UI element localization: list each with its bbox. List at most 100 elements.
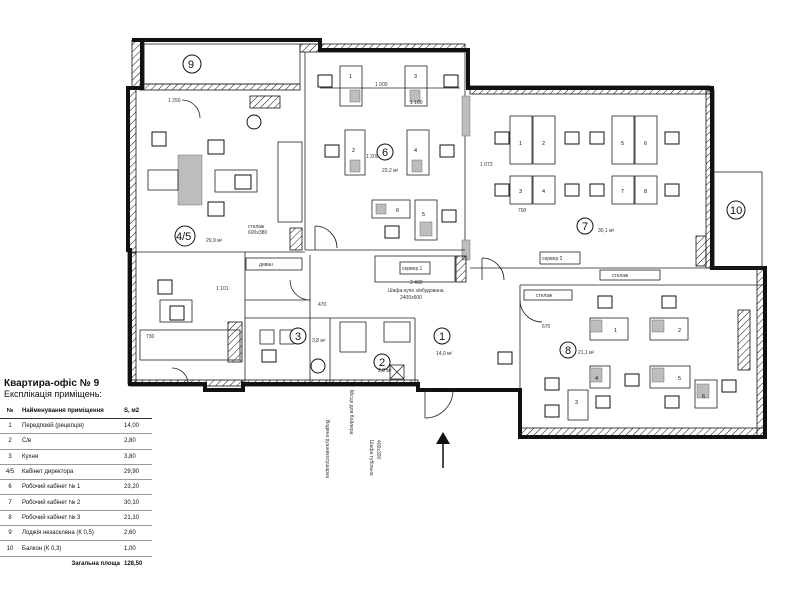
- row-name: Передпокій (рецепція): [20, 418, 122, 435]
- svg-text:4: 4: [595, 376, 598, 382]
- svg-text:1 073: 1 073: [480, 162, 493, 168]
- explication-title: Квартира-офіс № 9: [4, 378, 100, 389]
- rack-r8-label: стелаж: [536, 293, 553, 299]
- row-name: Робочий кабінет № 2: [20, 494, 122, 511]
- svg-text:4/5: 4/5: [176, 231, 191, 243]
- rack-r7-label: стелаж: [612, 273, 629, 279]
- column-r45: [289, 227, 303, 251]
- svg-text:1 200: 1 200: [366, 154, 379, 160]
- south-wall-1: [242, 379, 419, 387]
- room-6-desk-numbers: 1 2 3 4 5 6: [349, 74, 425, 218]
- explication-panel: Квартира-офіс № 9 Експлікація приміщень:…: [0, 378, 152, 571]
- svg-text:21,1 м²: 21,1 м²: [578, 350, 595, 356]
- towel-dryer-label: Водяна рушникосушарка: [324, 420, 330, 478]
- svg-text:2: 2: [678, 328, 681, 334]
- svg-text:7: 7: [582, 221, 588, 233]
- column-r8: [737, 309, 751, 371]
- hall-wall-block: [249, 95, 281, 109]
- entrance-arrow-icon: [436, 432, 450, 468]
- rack-r45: [277, 141, 303, 223]
- row-number: 3: [0, 449, 20, 465]
- row-number: 10: [0, 540, 20, 557]
- svg-text:2: 2: [352, 148, 355, 154]
- row-name: Лоджія незасклена (К 0,5): [20, 525, 122, 542]
- rack-r8: [523, 289, 573, 301]
- svg-text:670: 670: [542, 324, 551, 330]
- svg-text:6: 6: [382, 147, 388, 159]
- column-r7: [695, 235, 707, 267]
- row-area: 30,10: [122, 494, 152, 511]
- svg-text:6: 6: [396, 208, 399, 214]
- svg-text:3: 3: [414, 74, 417, 80]
- col-name-header: Найменування приміщення: [20, 404, 122, 419]
- row-area: 3,80: [122, 449, 152, 465]
- svg-text:3: 3: [295, 331, 301, 343]
- row-area: 21,10: [122, 510, 152, 527]
- server-2-label: сервер 2: [542, 256, 563, 262]
- west-wall-45: [127, 87, 137, 254]
- svg-text:1: 1: [519, 141, 522, 147]
- row-name: Кабінет директора: [20, 464, 122, 481]
- row-area: 2,60: [122, 525, 152, 542]
- room-3-furniture: [139, 279, 241, 361]
- svg-text:30,1 м²: 30,1 м²: [598, 228, 615, 234]
- svg-text:3: 3: [575, 400, 578, 406]
- room-6-desks: [339, 65, 438, 241]
- wardrobe-end: [455, 255, 467, 283]
- row-name: Робочий кабінет № 1: [20, 479, 122, 496]
- wardrobe: [374, 255, 456, 283]
- east-wall-7: [705, 89, 715, 269]
- svg-text:470: 470: [318, 302, 327, 308]
- svg-text:7: 7: [621, 189, 624, 195]
- row-number: 1: [0, 418, 20, 435]
- svg-text:5: 5: [422, 212, 425, 218]
- sofa: [245, 257, 303, 271]
- north-wall-7: [469, 85, 711, 95]
- wardrobe-label: Шафа-купе з/вбудована: [388, 288, 444, 294]
- row-number: 6: [0, 479, 20, 496]
- boiler-label: Місце для бойлера: [348, 390, 355, 435]
- total-value: 128,50: [124, 560, 143, 567]
- room-areas: 14,0 м² 2,8 м² 3,8 м² 29,9 м² 23,2 м² 30…: [206, 168, 615, 374]
- total-spacer: [0, 556, 20, 571]
- rack-r45-size: 600x380: [248, 230, 267, 236]
- svg-text:23,2 м²: 23,2 м²: [382, 168, 399, 174]
- outer-walls: [126, 38, 767, 439]
- row-area: 23,20: [122, 479, 152, 496]
- south-wall-8: [519, 427, 766, 438]
- col-area-header: S, м2: [122, 404, 152, 419]
- svg-text:1: 1: [614, 328, 617, 334]
- north-wall-6: [299, 43, 466, 53]
- row-number: 4/5: [0, 464, 20, 481]
- loggia-9-rail: [139, 83, 301, 91]
- row-number: 2: [0, 433, 20, 450]
- dimension-lines: 1 000 1 160 1 200 1 250 2 400 1 073 730 …: [146, 82, 551, 340]
- room-8-desks: [567, 317, 718, 421]
- svg-text:8: 8: [565, 345, 571, 357]
- total-label: Загальна площа: [71, 560, 120, 567]
- row-area: 2,80: [122, 433, 152, 450]
- rack-r7: [599, 269, 661, 281]
- svg-text:29,9 м²: 29,9 м²: [206, 238, 223, 244]
- svg-text:1 250: 1 250: [168, 98, 181, 104]
- svg-text:2: 2: [542, 141, 545, 147]
- east-wall-8: [756, 267, 766, 439]
- loggia-9: [143, 43, 301, 85]
- room-7-desks: [509, 115, 658, 205]
- row-name: Балкон (К 0,3): [20, 540, 122, 557]
- column-r3: [227, 321, 243, 363]
- chairs: [261, 74, 737, 418]
- explication-subtitle: Експлікація приміщень:: [4, 389, 102, 399]
- room-8-desk-numbers: 1 2 3 4 5 6: [575, 328, 705, 406]
- row-name: С/в: [20, 433, 122, 450]
- svg-text:3,8 м²: 3,8 м²: [312, 338, 326, 344]
- south-wall-3: [129, 379, 243, 387]
- doors: [171, 99, 543, 419]
